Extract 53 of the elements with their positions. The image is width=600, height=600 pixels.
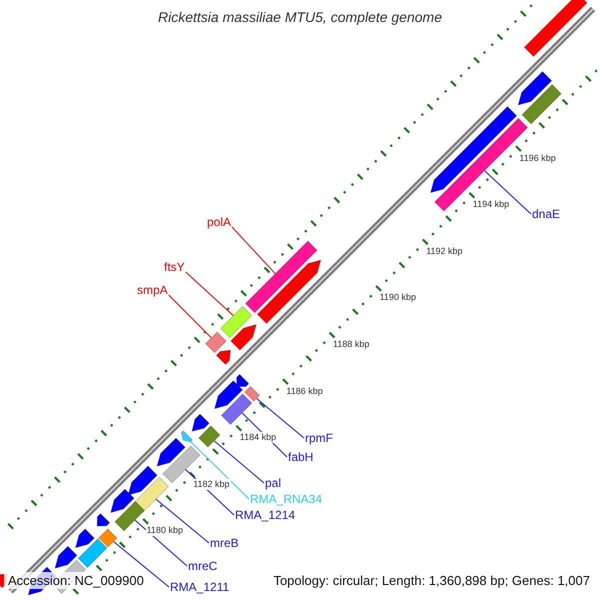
- leader-line: [256, 398, 304, 438]
- gene-feature: [518, 71, 552, 106]
- gene-feature: [110, 488, 135, 514]
- gene-label: fabH: [288, 451, 314, 463]
- gene-label: mreB: [210, 537, 239, 549]
- gene-feature: [521, 84, 562, 124]
- scale-label: 1180 kbp: [146, 525, 184, 536]
- gene-feature: [524, 0, 588, 57]
- scale-label: 1186 kbp: [285, 386, 324, 397]
- gene-label: ftsY: [164, 261, 185, 273]
- gene-feature: [192, 414, 210, 432]
- leader-line: [155, 498, 210, 544]
- gene-feature: [216, 350, 231, 365]
- gene-label: RMA_1211: [170, 581, 230, 593]
- gene-label: RMA_RNA34: [250, 493, 322, 505]
- leader-line: [134, 520, 188, 566]
- leader-line: [190, 441, 250, 500]
- gene-label: rpmF: [305, 432, 333, 444]
- gene-feature: [98, 528, 118, 548]
- gene-feature: [180, 430, 193, 442]
- gene-feature: [430, 106, 518, 194]
- leader-line: [214, 440, 264, 484]
- scale-label: 1194 kbp: [472, 199, 510, 210]
- gene-feature: [236, 374, 250, 387]
- scale-label: 1188 kbp: [332, 339, 370, 350]
- gene-feature: [114, 500, 145, 532]
- gene-feature: [204, 331, 227, 354]
- gene-label: RMA_1214: [235, 509, 296, 521]
- gene-feature: [78, 538, 108, 568]
- gene-feature: [220, 393, 252, 425]
- scale-label: 1196 kbp: [518, 152, 557, 164]
- gene-feature: [75, 528, 95, 548]
- gene-feature: [54, 546, 78, 569]
- gene-feature: [245, 240, 318, 314]
- gene-feature: [198, 425, 220, 448]
- gene-feature: [220, 306, 252, 338]
- scale-label: 1182 kbp: [192, 478, 231, 490]
- scale-label: 1184 kbp: [238, 432, 278, 444]
- gene-feature: [214, 380, 243, 410]
- gene-feature: [128, 466, 158, 496]
- gene-label: polA: [207, 216, 232, 228]
- gene-label: pal: [265, 477, 282, 489]
- gene-feature: [230, 324, 257, 351]
- title: Rickettsia massiliae MTU5, complete genome: [157, 10, 443, 24]
- gene-feature: [244, 386, 260, 402]
- gene-label: smpA: [137, 284, 168, 296]
- gene-feature: [256, 260, 322, 324]
- scale-label: 1192 kbp: [425, 246, 464, 257]
- scale-label: 1190 kbp: [378, 292, 417, 304]
- gene-label: mreC: [188, 560, 218, 572]
- gene-label: dnaE: [532, 208, 560, 220]
- leader-line: [185, 272, 234, 316]
- gene-feature: [156, 438, 186, 467]
